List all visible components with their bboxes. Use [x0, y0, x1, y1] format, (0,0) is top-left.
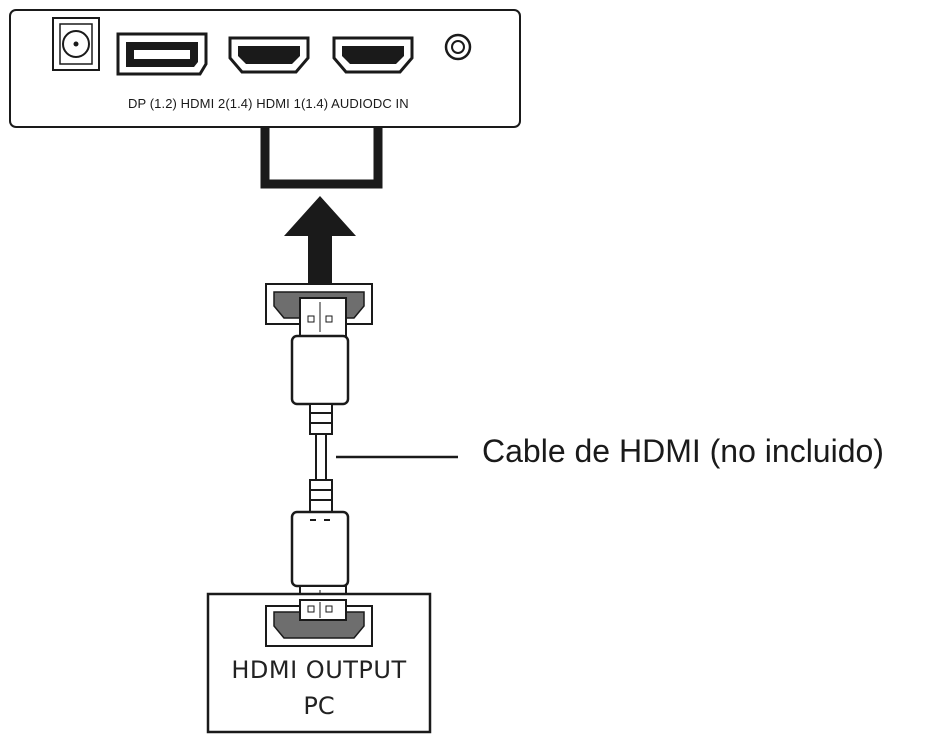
pc-subtitle: PC	[303, 692, 335, 720]
pc-hdmi-output-port-icon	[265, 599, 373, 647]
audio-port-icon	[444, 33, 472, 61]
connection-bracket	[260, 127, 383, 189]
hdmi-1-port-icon	[332, 36, 414, 74]
displayport-port-icon	[116, 32, 208, 76]
up-arrow-icon	[284, 196, 356, 284]
port-labels: DP (1.2) HDMI 2(1.4) HDMI 1(1.4) AUDIODC…	[128, 96, 409, 111]
cable-label: Cable de HDMI (no incluido)	[482, 433, 884, 469]
dc-in-port-icon	[52, 17, 100, 71]
upper-hdmi-plug	[265, 283, 373, 435]
pc-title: HDMI OUTPUT	[231, 656, 407, 684]
hdmi-2-port-icon	[228, 36, 310, 74]
lower-hdmi-plug	[290, 479, 350, 613]
hdmi-cable	[315, 433, 327, 481]
